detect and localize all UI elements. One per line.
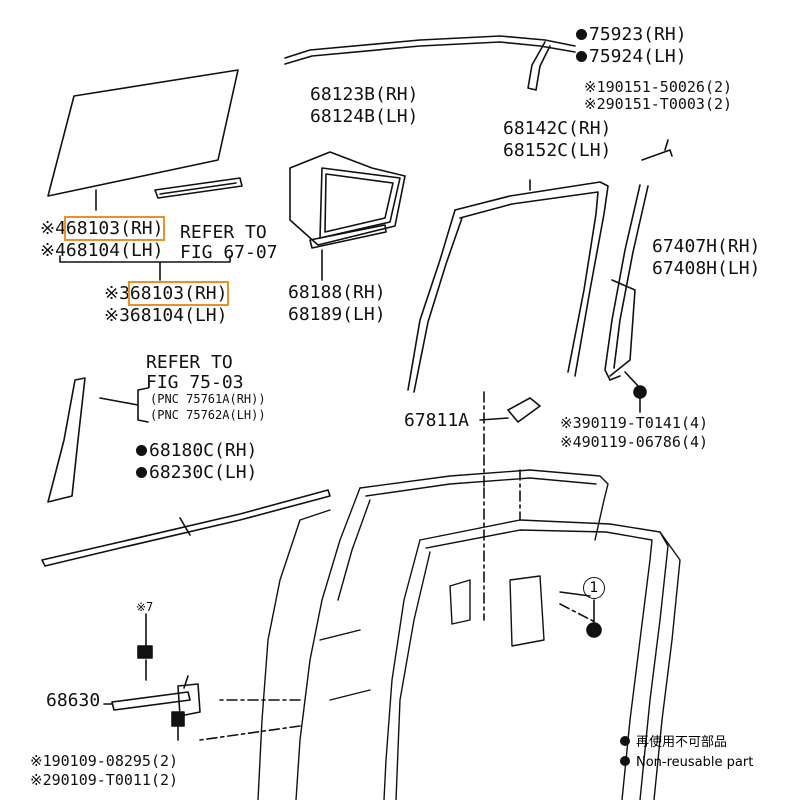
part-label-67407H: 67407H(RH) (652, 236, 761, 257)
part-label-68123B: 68123B(RH) (310, 84, 419, 105)
part-label-90151-50026: ※190151-50026(2) (584, 78, 733, 96)
part-label-68152C: 68152C(LH) (503, 140, 612, 161)
part-label-90109-08295: ※190109-08295(2) (30, 752, 179, 770)
center-line-4 (559, 603, 596, 623)
non-reusable-dot-icon (620, 756, 630, 766)
pnc-label-75762A: (PNC 75762A(LH)) (150, 408, 266, 422)
part-label-90109-T0011: ※290109-T0011(2) (30, 771, 179, 789)
note-mark: ※1 (584, 78, 606, 96)
refer-to-fig-75-03-line1: REFER TO (146, 352, 233, 373)
non-reusable-dot-icon (576, 29, 587, 40)
part-label-68188: 68188(RH) (288, 282, 386, 303)
refer-to-fig-67-07-line1: REFER TO (180, 222, 267, 243)
part-label-68180C: 68180C(RH) (136, 440, 257, 462)
part-label-90119-06786: ※490119-06786(4) (560, 433, 709, 451)
refer-to-fig-67-07-line2: FIG 67-07 (180, 242, 278, 263)
pnc-label-75761A: (PNC 75761A(RH)) (150, 392, 266, 406)
center-line-5 (199, 725, 301, 741)
note-mark: ※2 (584, 95, 606, 113)
note-mark: ※3 (104, 283, 130, 304)
non-reusable-dot-icon (576, 51, 587, 62)
door-run-shape (407, 179, 609, 393)
legend-english: Non-reusable part (620, 754, 753, 772)
part-label-68189: 68189(LH) (288, 304, 386, 325)
part-label-75924: 75924(LH) (576, 46, 687, 68)
glass-channel-shape (154, 177, 243, 199)
part-label-67408H: 67408H(LH) (652, 258, 761, 279)
screw-90119 (633, 385, 647, 413)
nut-shape (586, 622, 602, 638)
part-label-68104-set4: ※468104(LH) (40, 240, 164, 261)
note-mark: ※1 (30, 752, 52, 770)
clip-shape (507, 397, 541, 423)
quarter-frame-shape (289, 151, 406, 281)
part-label-90151-T0003: ※290151-T0003(2) (584, 95, 733, 113)
note-mark: ※4 (40, 218, 66, 239)
legend-japanese: 再使用不可部品 (620, 734, 727, 752)
highlighted-part-number: 68103(RH) (127, 281, 230, 306)
door-body-shape (257, 469, 681, 800)
door-check-shape (103, 683, 201, 717)
note-mark: ※4 (560, 433, 582, 451)
part-label-68103-set3: ※368103(RH) (104, 281, 230, 306)
non-reusable-dot-icon (136, 467, 147, 478)
note-mark-7: ※7 (136, 600, 154, 614)
weatherstrip-shape (604, 139, 673, 389)
part-label-68630: 68630 (46, 690, 101, 711)
roof-moulding-shape (284, 35, 576, 91)
part-label-68230C: 68230C(LH) (136, 462, 257, 484)
part-label-67811A: 67811A (404, 410, 470, 431)
part-label-90119-T0141: ※390119-T0141(4) (560, 414, 709, 432)
part-label-68142C: 68142C(RH) (503, 118, 612, 139)
callout-number-circle: 1 (583, 577, 605, 599)
pillar-garnish-shape (47, 377, 86, 503)
note-mark: ※3 (560, 414, 582, 432)
refer-to-fig-75-03-line2: FIG 75-03 (146, 372, 244, 393)
non-reusable-dot-icon (136, 445, 147, 456)
note-mark: ※2 (30, 771, 52, 789)
part-label-68104-set3: ※368104(LH) (104, 305, 228, 326)
note-mark: ※4 (40, 240, 66, 261)
check-bolts (137, 613, 189, 741)
part-label-75923: 75923(RH) (576, 24, 687, 46)
part-label-68124B: 68124B(LH) (310, 106, 419, 127)
note-mark: ※3 (104, 305, 130, 326)
highlighted-part-number: 68103(RH) (63, 216, 166, 241)
part-label-68103-set4: ※468103(RH) (40, 216, 166, 241)
bracket-68103 (59, 255, 231, 281)
non-reusable-dot-icon (620, 736, 630, 746)
belt-moulding-shape (41, 489, 331, 567)
door-glass-shape (47, 69, 239, 197)
